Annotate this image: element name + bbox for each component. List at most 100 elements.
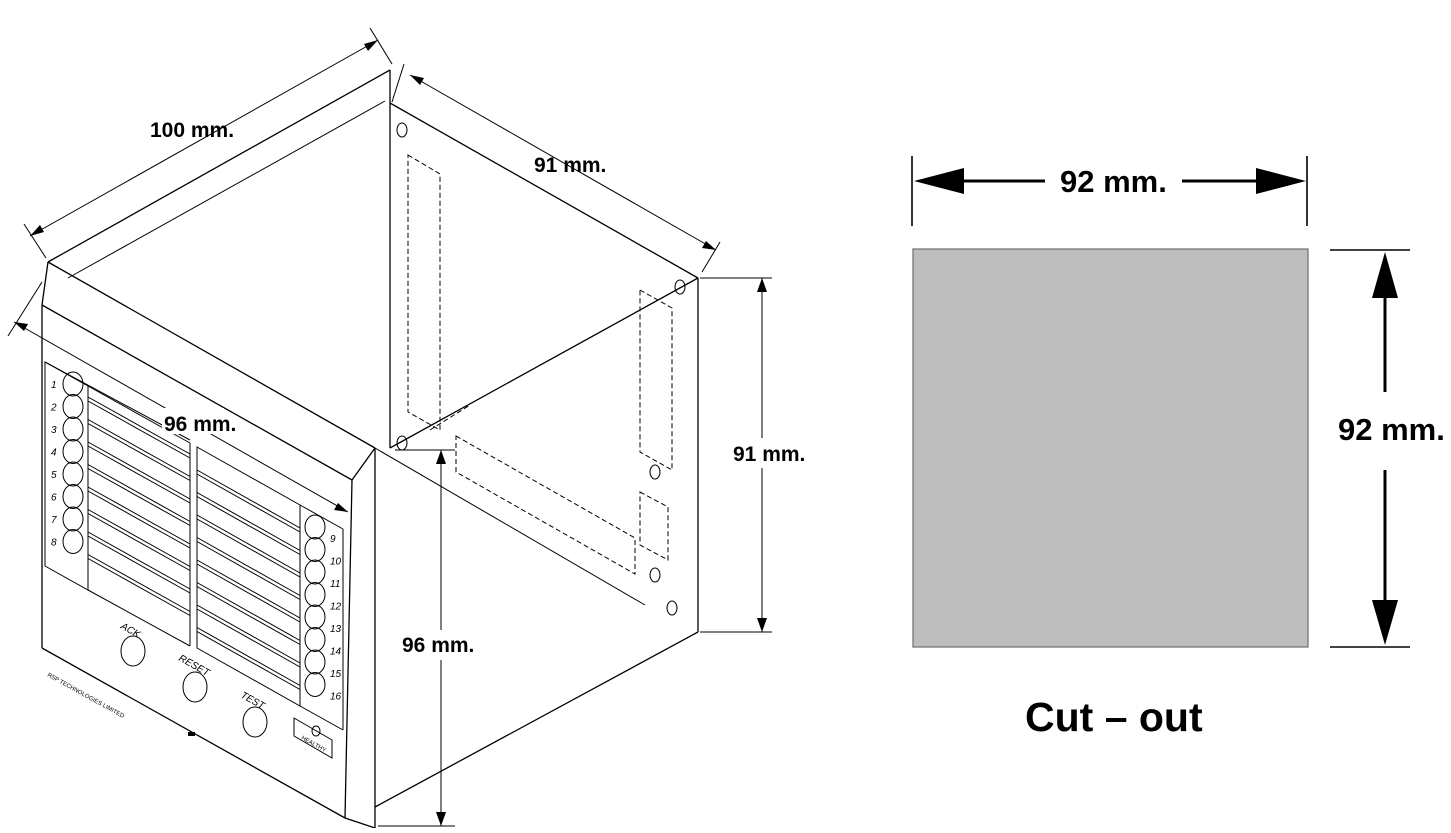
window-divider xyxy=(87,509,191,567)
window-number: 2 xyxy=(50,403,57,414)
window-lamp-icon xyxy=(304,537,326,562)
right-alarm-windows: 9 10 11 12 13 14 15 16 xyxy=(196,469,342,703)
window-divider xyxy=(87,445,191,504)
test-button[interactable]: TEST xyxy=(239,690,268,738)
window-divider xyxy=(196,586,301,645)
housing-side-panel xyxy=(344,277,699,829)
left-alarm-windows: 1 2 3 4 5 6 7 8 xyxy=(50,371,191,616)
right-window-column xyxy=(196,446,344,731)
window-number: 10 xyxy=(330,557,342,568)
window-divider xyxy=(87,423,191,481)
window-lamp-icon xyxy=(304,604,326,630)
cutout-caption: Cut – out xyxy=(1025,694,1203,740)
cutout-height-dimension: 92 mm. xyxy=(1330,249,1445,648)
alarm-window: 5 xyxy=(51,461,191,549)
window-divider xyxy=(196,469,301,529)
window-divider xyxy=(196,563,301,623)
window-divider xyxy=(87,419,191,477)
window-divider xyxy=(196,537,301,596)
window-divider xyxy=(87,531,191,590)
dimension-front-width: 96 mm. xyxy=(7,281,349,513)
cutout-area xyxy=(912,248,1309,648)
dim-front-height-label: 96 mm. xyxy=(402,634,474,657)
dim-depth-label: 91 mm. xyxy=(534,154,606,177)
led-marker xyxy=(188,732,195,736)
dimension-side-height: 91 mm. xyxy=(700,277,812,633)
window-divider xyxy=(87,554,191,612)
dimension-length: 100 mm. xyxy=(23,27,393,259)
window-number: 16 xyxy=(330,692,342,703)
window-number: 6 xyxy=(51,493,57,504)
window-number: 3 xyxy=(51,425,57,436)
alarm-window: 8 xyxy=(51,529,191,616)
window-number: 4 xyxy=(51,448,57,459)
window-divider xyxy=(196,604,301,664)
window-number: 9 xyxy=(330,534,336,545)
reset-label: RESET xyxy=(177,653,212,679)
dimension-depth: 91 mm. xyxy=(391,63,721,273)
cutout-height-label: 92 mm. xyxy=(1338,412,1445,447)
window-lamp-icon xyxy=(62,371,84,397)
alarm-window: 16 xyxy=(196,627,342,703)
cutout-view: 92 mm. 92 mm. Cut – out xyxy=(911,156,1445,740)
window-lamp-icon xyxy=(304,559,326,585)
window-number: 13 xyxy=(330,624,342,635)
cutout-width-dimension: 92 mm. xyxy=(911,156,1308,226)
brand-label: RSP TECHNOLOGIES LIMITED xyxy=(46,673,125,721)
window-number: 8 xyxy=(51,538,57,549)
window-number: 7 xyxy=(51,515,57,526)
window-number: 11 xyxy=(330,579,340,590)
window-divider xyxy=(87,558,191,616)
power-label: HEALTHY xyxy=(300,736,327,754)
window-divider xyxy=(196,518,301,578)
reset-button[interactable]: RESET xyxy=(177,653,212,703)
window-number: 1 xyxy=(51,380,57,391)
window-number: 15 xyxy=(330,669,342,680)
window-number: 12 xyxy=(330,602,342,613)
window-divider xyxy=(196,582,301,641)
window-divider xyxy=(196,496,301,555)
dim-length-label: 100 mm. xyxy=(150,119,234,142)
test-label: TEST xyxy=(239,690,267,712)
window-divider xyxy=(196,608,301,668)
alarm-window: 2 xyxy=(50,394,191,481)
window-lamp-icon xyxy=(62,394,84,419)
alarm-window: 1 xyxy=(51,371,191,459)
window-divider xyxy=(196,559,301,619)
window-divider xyxy=(87,396,191,455)
ack-button[interactable]: ACK xyxy=(118,621,146,667)
window-lamp-icon xyxy=(304,672,326,697)
window-divider xyxy=(196,473,301,533)
window-lamp-icon xyxy=(304,514,326,540)
window-divider xyxy=(196,541,301,600)
alarm-window: 14 xyxy=(196,582,342,658)
alarm-window: 4 xyxy=(51,439,191,526)
window-lamp-icon xyxy=(62,416,84,442)
alarm-window: 15 xyxy=(196,604,342,680)
window-divider xyxy=(87,490,191,549)
window-divider xyxy=(87,441,191,500)
window-lamp-icon xyxy=(62,461,84,487)
left-window-column xyxy=(44,361,191,647)
housing-top-edges xyxy=(41,69,699,481)
window-divider xyxy=(87,400,191,459)
window-divider xyxy=(196,492,301,551)
window-divider xyxy=(87,486,191,545)
alarm-window: 13 xyxy=(196,559,342,635)
window-lamp-icon xyxy=(62,529,84,554)
alarm-window: 7 xyxy=(51,506,191,594)
window-number: 14 xyxy=(330,647,342,658)
window-divider xyxy=(196,514,301,574)
alarm-window: 3 xyxy=(51,416,191,504)
alarm-window: 10 xyxy=(196,492,342,568)
dim-side-height-label: 91 mm. xyxy=(733,443,805,466)
window-divider xyxy=(196,627,301,686)
alarm-window: 11 xyxy=(196,514,340,590)
dim-front-width-label: 96 mm. xyxy=(164,413,236,436)
window-lamp-icon xyxy=(62,484,84,509)
window-lamp-icon xyxy=(62,506,84,532)
window-number: 5 xyxy=(51,470,57,481)
hidden-features xyxy=(407,154,673,575)
